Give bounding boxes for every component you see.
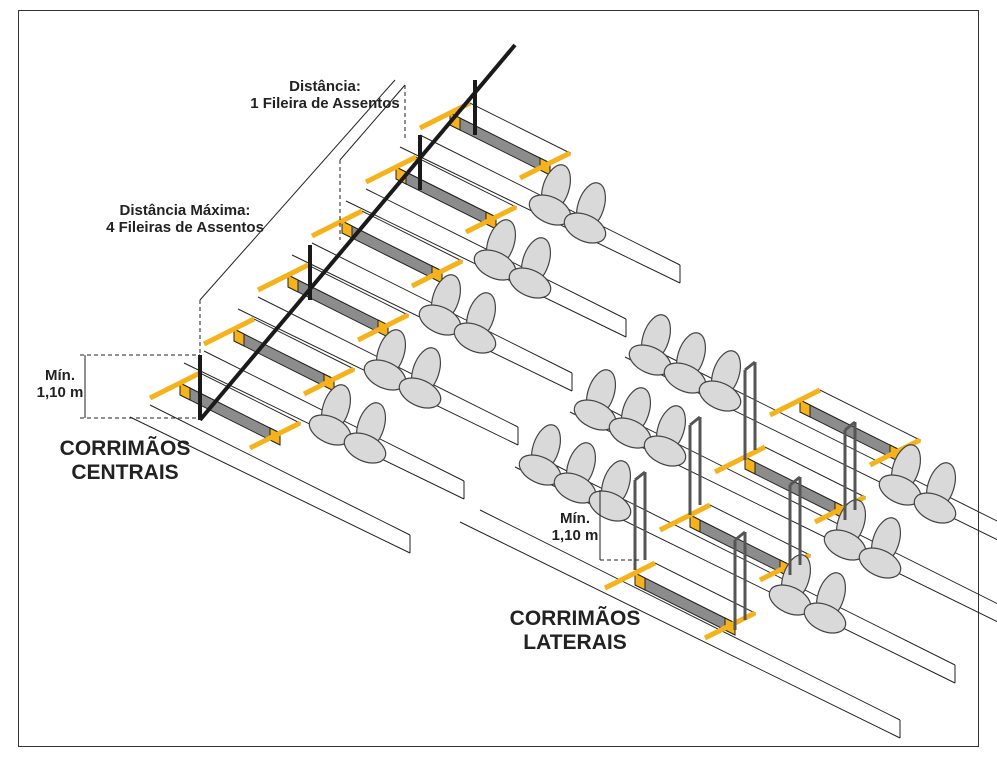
lateral-handrail-top [634,470,646,482]
central-tactile-stripe [248,420,302,451]
central-title-line1: CORRIMÃOS [59,437,191,460]
lateral-tactile-stripe [703,610,757,641]
lateral-handrails-title: CORRIMÃOS LATERAIS [500,607,650,655]
lateral-seat-seat-base [858,547,902,579]
central-stripe-end [233,328,245,347]
central-tactile-stripe [202,316,256,347]
central-seat-seat-base [398,377,442,409]
central-seat-seat-base [453,322,497,354]
lateral-title-line2: LATERAIS [523,631,627,655]
central-seat-seat-base [563,212,607,244]
lateral-seat-seat-base [803,602,847,634]
lateral-tactile-stripe [868,437,922,468]
lateral-handrail-top [689,415,701,427]
lateral-stripe-end [689,514,701,533]
min-height-right-line2: 1,10 m [551,527,599,545]
lateral-handrail-top [744,360,756,372]
central-tactile-stripe [364,154,418,185]
central-handrail [198,43,517,422]
lateral-seat-seat-base [643,435,687,467]
lateral-handrail-top [789,475,801,487]
lateral-stripe-end [634,572,646,591]
lateral-stripe-end [744,456,756,475]
central-stripe-end [287,274,299,293]
central-tactile-stripe [148,370,202,401]
central-tier-edge [149,404,411,536]
distance-one-row-line2: 1 Fileira de Assentos [250,95,400,113]
distance-one-row-label: Distância: 1 Fileira de Assentos [225,78,425,113]
lateral-seat-seat-base [698,380,742,412]
lateral-tactile-stripe [658,502,712,533]
lateral-seat-seat-base [913,492,957,524]
distance-one-arrow [339,84,406,161]
min-height-left-label: Mín. 1,10 m [30,367,90,402]
central-tactile-stripe [518,150,572,181]
lateral-stripe-end [799,399,811,418]
lateral-tactile-stripe [713,444,767,475]
lateral-title-line1: CORRIMÃOS [509,607,641,630]
distance-max-label: Distância Máxima: 4 Fileiras de Assentos [90,202,280,237]
lateral-tier-edge [479,509,901,721]
distance-max-line1: Distância Máxima: [119,202,251,219]
lateral-tier-base [459,521,901,739]
central-tier-base [129,416,411,554]
central-tactile-stripe [356,312,410,343]
min-height-left-line2: 1,10 m [36,384,84,402]
distance-max-arrow [199,79,396,301]
lateral-handrail-top [734,530,746,542]
central-tactile-stripe [410,258,464,289]
min-height-right-line1: Mín. [560,510,590,527]
lateral-tactile-stripe [603,560,657,591]
distance-max-line2: 4 Fileiras de Assentos [106,219,264,237]
distance-one-row-line1: Distância: [289,78,361,95]
central-tactile-stripe [256,262,310,293]
central-tactile-stripe [310,208,364,239]
central-tactile-stripe [302,366,356,397]
central-seat-seat-base [343,432,387,464]
central-title-line2: CENTRAIS [71,461,179,485]
min-height-right-label: Mín. 1,10 m [545,510,605,545]
central-tactile-stripe [464,204,518,235]
central-stripe-end [179,382,191,401]
min-height-left-line1: Mín. [45,367,75,384]
central-seat-seat-base [508,267,552,299]
lateral-handrail-top [844,420,856,432]
central-handrails-title: CORRIMÃOS CENTRAIS [50,437,200,485]
diagram-frame [18,10,979,747]
lateral-tactile-stripe [768,387,822,418]
